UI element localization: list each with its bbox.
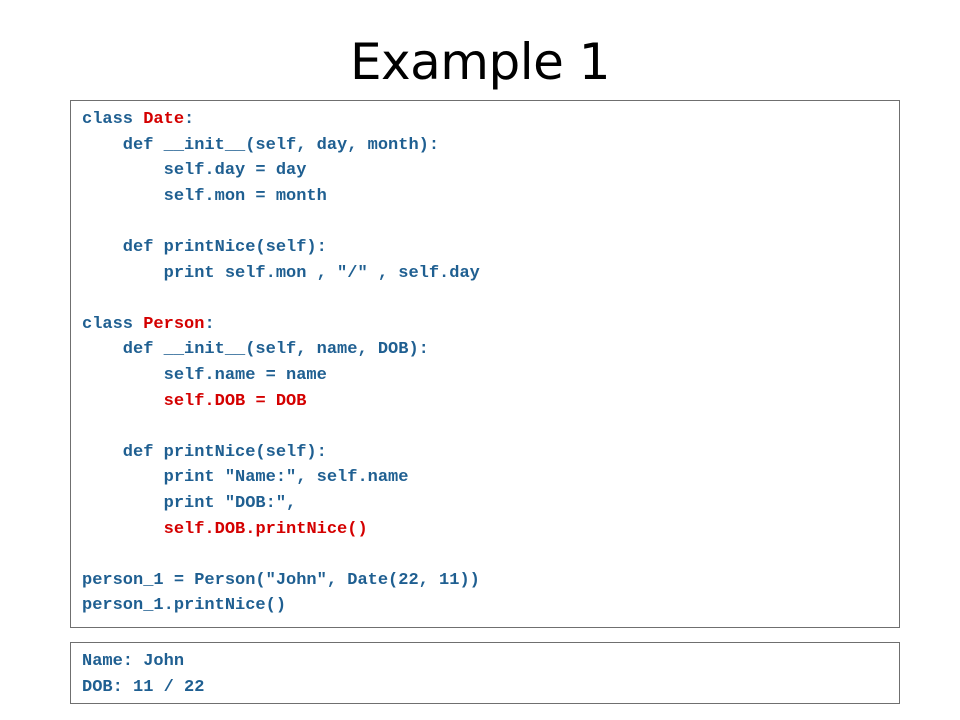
code-text: print "Name:", self.name — [82, 468, 409, 488]
code-line: self.name = name — [82, 363, 899, 389]
output-line: DOB: 11 / 22 — [82, 677, 205, 697]
code-text: : — [204, 314, 215, 334]
code-text: class — [82, 314, 144, 334]
code-line: person_1 = Person("John", Date(22, 11)) — [82, 568, 899, 594]
code-text: print self.mon , "/" , self.day — [82, 263, 480, 283]
code-text: : — [184, 110, 195, 129]
code-line: def __init__(self, name, DOB): — [82, 337, 899, 363]
code-text: self.name = name — [82, 365, 327, 385]
code-block: class Date: def __init__(self, day, mont… — [70, 100, 900, 628]
code-line: def printNice(self): — [82, 235, 899, 261]
code-line — [82, 542, 899, 568]
code-highlight: self.DOB.printNice() — [163, 519, 368, 539]
code-line — [82, 209, 899, 235]
code-text: self.day = day — [82, 161, 307, 181]
code-text: person_1.printNice() — [82, 596, 287, 616]
code-line: self.DOB.printNice() — [82, 517, 899, 543]
code-line: print "Name:", self.name — [82, 465, 899, 491]
code-line: self.DOB = DOB — [82, 389, 899, 415]
code-text — [82, 520, 164, 539]
code-highlight: Person — [143, 314, 205, 334]
code-line: print self.mon , "/" , self.day — [82, 261, 899, 287]
code-text: class — [82, 110, 144, 129]
code-line — [82, 414, 899, 440]
code-text: self.mon = month — [82, 186, 327, 206]
code-text — [82, 392, 164, 411]
code-line — [82, 286, 899, 312]
code-text: person_1 = Person("John", Date(22, 11)) — [82, 570, 480, 590]
code-line: class Person: — [82, 312, 899, 338]
code-line: person_1.printNice() — [82, 593, 899, 619]
code-line: print "DOB:", — [82, 491, 899, 517]
code-line: class Date: — [82, 107, 899, 133]
code-line: def printNice(self): — [82, 440, 899, 466]
slide-title: Example 1 — [349, 33, 611, 91]
code-text: print "DOB:", — [82, 493, 297, 513]
code-line: def __init__(self, day, month): — [82, 133, 899, 159]
code-text: def printNice(self): — [82, 442, 327, 462]
output-line: Name: John — [82, 652, 185, 671]
code-line: self.day = day — [82, 158, 899, 184]
code-highlight: Date — [143, 110, 185, 129]
code-line: self.mon = month — [82, 184, 899, 210]
code-text: def printNice(self): — [82, 237, 327, 257]
code-highlight: self.DOB = DOB — [163, 391, 307, 411]
code-text: def __init__(self, name, DOB): — [82, 340, 429, 360]
code-text: def __init__(self, day, month): — [82, 135, 440, 155]
